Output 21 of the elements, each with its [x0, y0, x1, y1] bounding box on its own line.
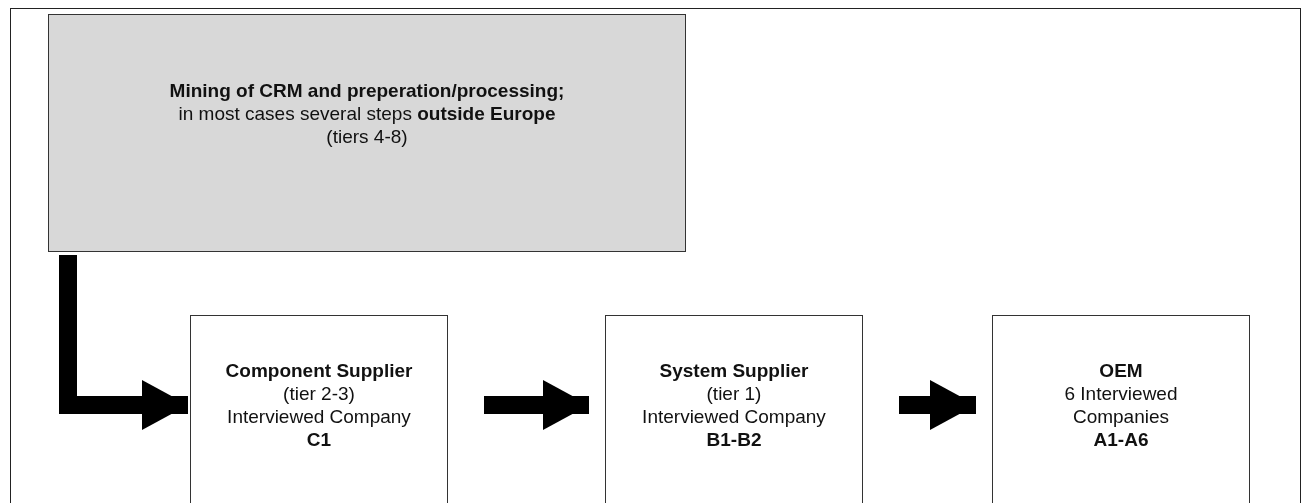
box-text: Component Supplier	[225, 359, 413, 382]
box-text: A1-A6	[1093, 428, 1149, 451]
arrow	[59, 255, 188, 430]
stage-box	[190, 315, 448, 503]
box-text: C1	[306, 428, 332, 451]
box-text: Interviewed Company	[227, 405, 411, 428]
box-text: Interviewed Company	[642, 405, 826, 428]
box-text: 6 Interviewed Companies	[1063, 382, 1179, 428]
box-text: OEM	[1099, 359, 1143, 382]
box-text: (tiers 4-8)	[326, 125, 408, 148]
arrow	[484, 380, 589, 430]
stage-box	[992, 315, 1250, 503]
box-text: (tier 2-3)	[283, 382, 355, 405]
box-text: System Supplier	[659, 359, 809, 382]
box-text: in most cases several steps outside Europe	[178, 102, 556, 125]
process-box	[48, 14, 686, 252]
arrow	[899, 380, 976, 430]
stage-box	[605, 315, 863, 503]
box-text: (tier 1)	[706, 382, 762, 405]
box-text: Mining of CRM and preperation/processing;	[169, 79, 565, 102]
box-text: B1-B2	[706, 428, 762, 451]
